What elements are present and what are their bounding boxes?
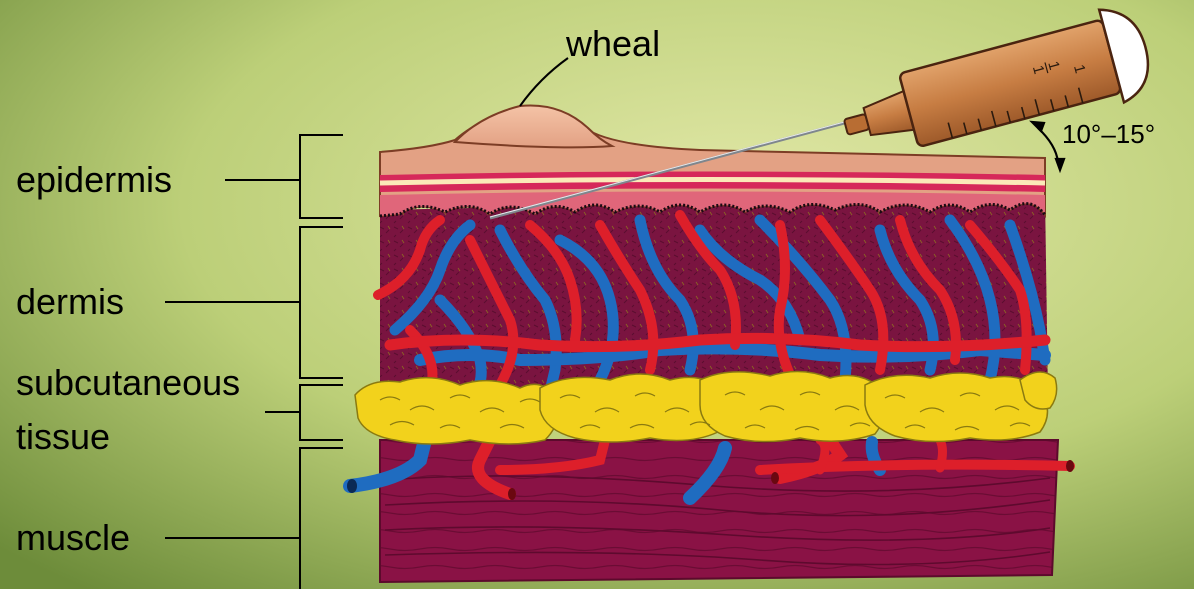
label-epidermis: epidermis — [16, 159, 172, 200]
label-subcutaneous: subcutaneous — [16, 362, 240, 403]
label-tissue: tissue — [16, 416, 110, 457]
label-dermis: dermis — [16, 281, 124, 322]
label-muscle: muscle — [16, 517, 130, 558]
label-wheal: wheal — [565, 23, 660, 64]
angle-label: 10°–15° — [1062, 119, 1155, 149]
